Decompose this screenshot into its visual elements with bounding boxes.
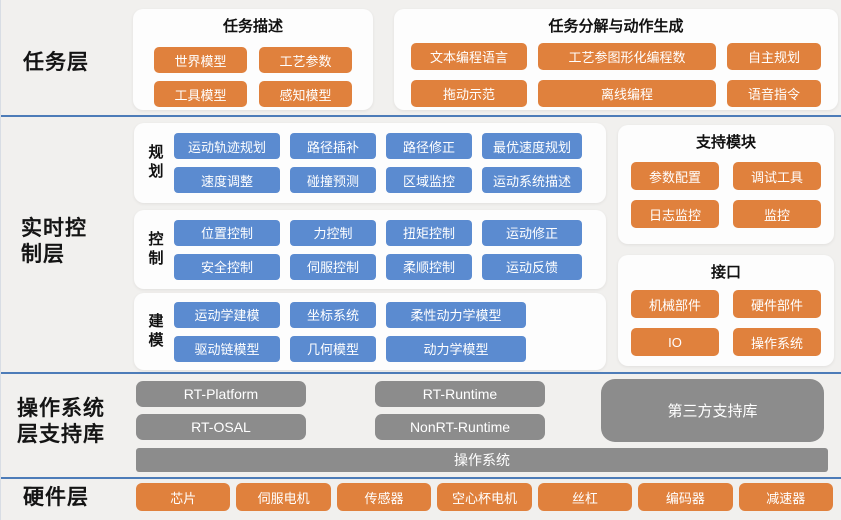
diagram-node: 硬件部件 bbox=[733, 290, 821, 318]
group-label-planning: 规划 bbox=[148, 144, 164, 180]
panel-task-description: 任务描述 世界模型 工艺参数 工具模型 感知模型 bbox=[133, 9, 373, 110]
layer-divider-top bbox=[1, 115, 841, 117]
layer-label-os-support: 操作系统层支持库 bbox=[17, 397, 105, 446]
diagram-node: 伺服控制 bbox=[290, 253, 376, 280]
diagram-node: 位置控制 bbox=[174, 219, 280, 246]
diagram-node: 拖动示范 bbox=[411, 80, 527, 107]
hardware-node-row: 芯片 伺服电机 传感器 空心杯电机 丝杠 编码器 减速器 bbox=[136, 483, 833, 511]
layer-divider-bottom bbox=[1, 477, 841, 479]
diagram-node: 语音指令 bbox=[727, 80, 821, 107]
diagram-node-rt-runtime: RT-Runtime bbox=[375, 381, 545, 407]
diagram-node: 路径插补 bbox=[290, 133, 376, 159]
diagram-node: 驱动链模型 bbox=[174, 335, 280, 362]
diagram-node: 工艺参图形化编程数 bbox=[538, 43, 716, 70]
diagram-node-reducer: 减速器 bbox=[738, 483, 833, 511]
diagram-node: 最优速度规划 bbox=[482, 133, 582, 159]
panel-task-decomposition-title: 任务分解与动作生成 bbox=[548, 18, 684, 35]
diagram-node: 速度调整 bbox=[174, 167, 280, 193]
diagram-node: 调试工具 bbox=[733, 162, 821, 190]
diagram-node: 坐标系统 bbox=[290, 301, 376, 328]
group-label-modeling: 建模 bbox=[148, 312, 164, 349]
diagram-node-rt-osal: RT-OSAL bbox=[136, 414, 306, 440]
diagram-node: 文本编程语言 bbox=[411, 43, 527, 70]
diagram-node: 运动系统描述 bbox=[482, 167, 582, 193]
diagram-node: 离线编程 bbox=[538, 80, 716, 107]
diagram-node-sensor: 传感器 bbox=[336, 483, 432, 511]
diagram-node: 世界模型 bbox=[154, 47, 247, 73]
diagram-node: 运动学建模 bbox=[174, 301, 280, 328]
diagram-node: 几何模型 bbox=[290, 335, 376, 362]
diagram-node: 碰撞预测 bbox=[290, 167, 376, 193]
diagram-node-third-party-library: 第三方支持库 bbox=[601, 379, 824, 442]
panel-support-modules-title: 支持模块 bbox=[695, 134, 756, 151]
diagram-node: 监控 bbox=[733, 200, 821, 228]
diagram-node: 操作系统 bbox=[733, 328, 821, 356]
layer-label-hardware: 硬件层 bbox=[23, 486, 89, 509]
panel-task-decomposition: 任务分解与动作生成 文本编程语言 工艺参图形化编程数 自主规划 拖动示范 离线编… bbox=[394, 9, 838, 110]
diagram-node: 柔性动力学模型 bbox=[386, 301, 526, 328]
layer-divider-middle bbox=[1, 372, 841, 374]
panel-control-group: 控制 位置控制 力控制 扭矩控制 运动修正 安全控制 伺服控制 柔顺控制 运动反… bbox=[134, 210, 606, 289]
diagram-node-nonrt-runtime: NonRT-Runtime bbox=[375, 414, 545, 440]
panel-interface: 接口 机械部件 硬件部件 IO 操作系统 bbox=[618, 255, 834, 366]
diagram-node-operating-system-bar: 操作系统 bbox=[136, 448, 828, 472]
panel-planning-group: 规划 运动轨迹规划 路径插补 路径修正 最优速度规划 速度调整 碰撞预测 区域监… bbox=[134, 123, 606, 203]
diagram-node: 力控制 bbox=[290, 219, 376, 246]
diagram-node: IO bbox=[631, 328, 719, 356]
diagram-node: 感知模型 bbox=[259, 81, 352, 107]
diagram-node-rt-platform: RT-Platform bbox=[136, 381, 306, 407]
panel-modeling-group: 建模 运动学建模 坐标系统 柔性动力学模型 驱动链模型 几何模型 动力学模型 bbox=[134, 293, 606, 370]
diagram-node-coreless-motor: 空心杯电机 bbox=[437, 483, 532, 511]
group-label-control: 控制 bbox=[148, 230, 164, 267]
panel-support-modules: 支持模块 参数配置 调试工具 日志监控 监控 bbox=[618, 125, 834, 244]
diagram-node: 运动修正 bbox=[482, 219, 582, 246]
diagram-node: 日志监控 bbox=[631, 200, 719, 228]
diagram-node-encoder: 编码器 bbox=[638, 483, 733, 511]
diagram-node: 自主规划 bbox=[727, 43, 821, 70]
diagram-node-lead-screw: 丝杠 bbox=[537, 483, 633, 511]
panel-interface-title: 接口 bbox=[710, 264, 741, 281]
diagram-node-chip: 芯片 bbox=[136, 483, 231, 511]
diagram-node: 扭矩控制 bbox=[386, 219, 472, 246]
layer-label-task: 任务层 bbox=[23, 51, 89, 74]
diagram-node: 工具模型 bbox=[154, 81, 247, 107]
diagram-node: 运动反馈 bbox=[482, 253, 582, 280]
diagram-node: 参数配置 bbox=[631, 162, 719, 190]
layer-label-realtime-control: 实时控制层 bbox=[21, 217, 87, 266]
diagram-node: 机械部件 bbox=[631, 290, 719, 318]
diagram-node: 安全控制 bbox=[174, 253, 280, 280]
diagram-node: 运动轨迹规划 bbox=[174, 133, 280, 159]
diagram-node: 动力学模型 bbox=[386, 335, 526, 362]
diagram-node: 柔顺控制 bbox=[386, 253, 472, 280]
diagram-node: 区域监控 bbox=[386, 167, 472, 193]
panel-task-description-title: 任务描述 bbox=[222, 18, 283, 35]
diagram-node: 路径修正 bbox=[386, 133, 472, 159]
diagram-node-servo-motor: 伺服电机 bbox=[236, 483, 331, 511]
diagram-node: 工艺参数 bbox=[259, 47, 352, 73]
